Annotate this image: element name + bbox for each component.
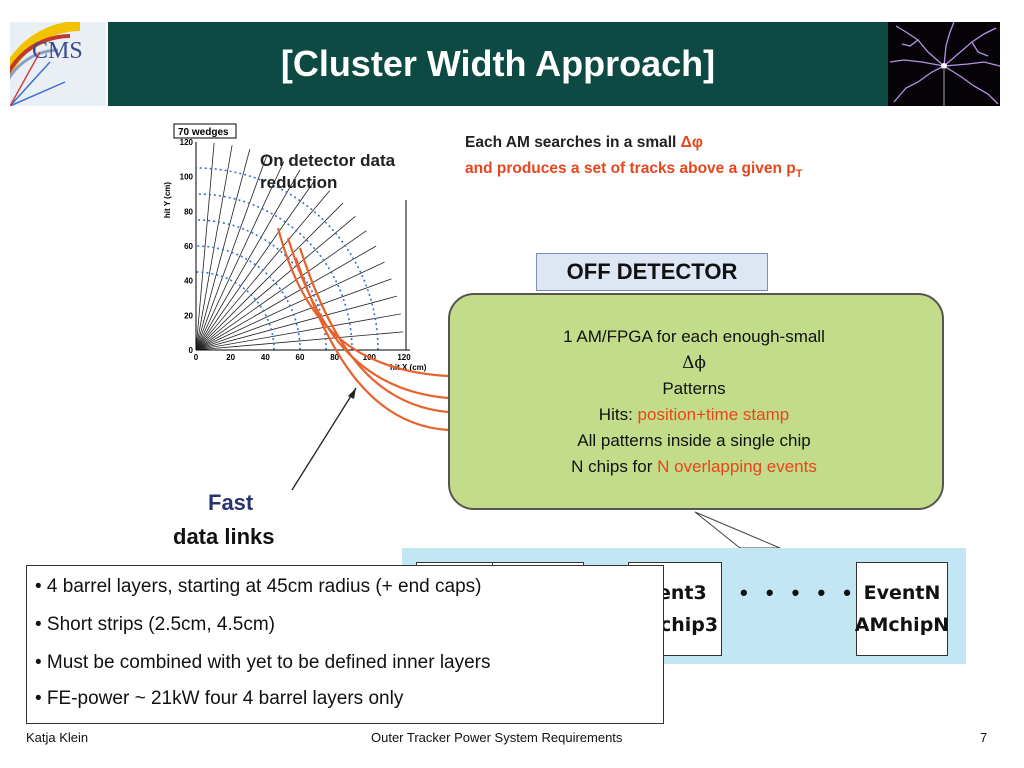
wedge-boundary-line — [195, 215, 356, 351]
y-tick-label: 40 — [184, 277, 193, 286]
chips-prefix: N chips for — [571, 457, 658, 476]
am-search-text: Each AM searches in a small Δφ — [465, 134, 703, 152]
y-tick-label: 60 — [184, 242, 193, 251]
cms-logo: CMS — [10, 22, 106, 106]
on-detector-label: On detector data reduction — [260, 150, 460, 194]
y-tick-label: 120 — [180, 138, 194, 147]
wedge-boundary-line — [195, 161, 285, 351]
chips-highlight: N overlapping events — [657, 457, 817, 476]
am-tracks-line: and produces a set of tracks above a giv… — [465, 160, 796, 177]
plot-box-label: 70 wedges — [178, 127, 229, 138]
slide-title: [Cluster Width Approach] — [280, 43, 716, 84]
header-bar — [108, 22, 888, 106]
cms-logo-text: CMS — [32, 38, 83, 64]
x-tick-label: 20 — [226, 353, 235, 362]
fast-label: Fast — [208, 490, 254, 515]
y-tick-label: 20 — [184, 311, 193, 320]
wedge-boundary-line — [195, 245, 377, 351]
pt-subscript: T — [795, 168, 803, 181]
wedge-boundary-line — [195, 142, 215, 351]
chip3-chip-label: chip3 — [660, 614, 719, 636]
wedge-boundary-line — [195, 179, 316, 351]
am-fpga-text: 1 AM/FPGA for each enough-small Δϕ Patte… — [448, 324, 940, 480]
barrel-layer-arc — [195, 167, 379, 351]
y-tick-label: 0 — [189, 346, 194, 355]
am-search-prefix: Each AM searches in a small — [465, 134, 681, 151]
chip-ellipsis: • • • • • — [740, 580, 857, 605]
on-detector-line1: On detector data — [260, 151, 396, 170]
x-tick-label: 120 — [397, 353, 411, 362]
green-line4: Hits: position+time stamp — [448, 402, 940, 428]
on-detector-line2: reduction — [260, 173, 338, 192]
wedge-boundary-line — [195, 169, 301, 351]
x-tick-label: 60 — [296, 353, 305, 362]
x-axis-label: hit X (cm) — [390, 363, 427, 372]
plasma-ball-image — [888, 22, 1000, 106]
green-line1: 1 AM/FPGA for each enough-small — [563, 327, 825, 346]
bullet-1: • 4 barrel layers, starting at 45cm radi… — [35, 576, 482, 597]
green-line3: Patterns — [662, 379, 726, 398]
chipn-chip-label: AMchipN — [854, 614, 950, 636]
wedge-boundary-line — [195, 230, 367, 351]
wedge-boundary-line — [195, 313, 401, 351]
x-tick-label: 0 — [194, 353, 199, 362]
bullet-box: • 4 barrel layers, starting at 45cm radi… — [26, 565, 664, 724]
x-tick-label: 40 — [261, 353, 270, 362]
barrel-layer-arc — [195, 271, 275, 351]
off-detector-label: OFF DETECTOR — [536, 253, 768, 291]
wedge-boundary-line — [195, 331, 404, 351]
green-line6: N chips for N overlapping events — [448, 454, 940, 480]
green-line5: All patterns inside a single chip — [577, 431, 811, 450]
bullet-4: • FE-power ~ 21kW four 4 barrel layers o… — [35, 688, 404, 709]
y-tick-label: 100 — [180, 173, 194, 182]
y-axis-label: hit Y (cm) — [163, 182, 172, 218]
x-tick-label: 80 — [330, 353, 339, 362]
barrel-layer-arc — [195, 193, 353, 351]
y-tick-label: 80 — [184, 207, 193, 216]
barrel-layer-arc — [195, 245, 301, 351]
hits-prefix: Hits: — [598, 405, 638, 424]
chipn-event-label: EventN — [863, 582, 941, 604]
hits-highlight: position+time stamp — [637, 405, 790, 424]
chip-box-n — [856, 562, 948, 656]
footer-title: Outer Tracker Power System Requirements — [371, 730, 623, 745]
chip3-event-label: ent3 — [658, 582, 707, 604]
slide-number: 7 — [980, 730, 988, 745]
am-tracks-text: and produces a set of tracks above a giv… — [465, 160, 803, 180]
bullet-2: • Short strips (2.5cm, 4.5cm) — [35, 614, 275, 635]
delta-phi-symbol: Δφ — [680, 134, 703, 151]
green-line2: Δϕ — [682, 353, 706, 373]
bullet-3: • Must be combined with yet to be define… — [35, 652, 491, 673]
barrel-layer-arc — [195, 219, 327, 351]
footer-author: Katja Klein — [26, 730, 89, 745]
data-links-label: data links — [173, 524, 275, 549]
am-fpga-box — [448, 293, 944, 510]
wedge-boundary-line — [195, 295, 398, 351]
